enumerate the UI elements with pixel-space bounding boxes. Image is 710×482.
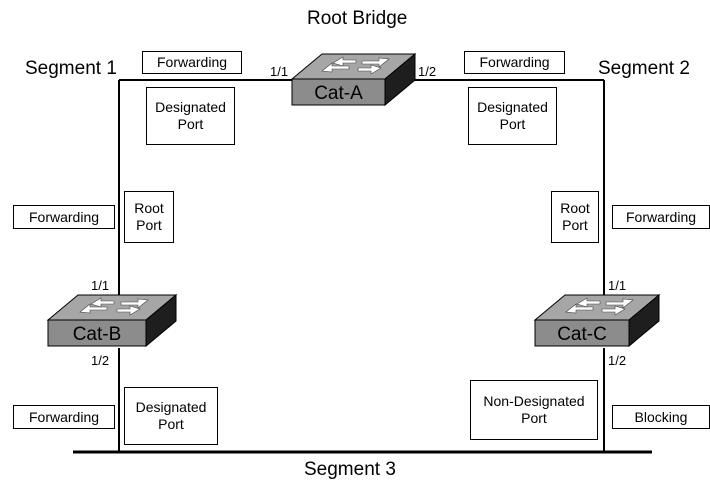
role-line-2: Port: [136, 217, 162, 233]
state-text: Forwarding: [156, 54, 228, 71]
state-text: Blocking: [634, 408, 688, 425]
cat-a-port-1-2: 1/2: [418, 64, 437, 79]
state-text: Forwarding: [625, 208, 697, 225]
role-line-2: Port: [521, 410, 547, 426]
cat-a-port-1-1: 1/1: [270, 64, 289, 79]
role-line-2: Port: [499, 116, 526, 132]
cat-c-port-1-1: 1/1: [608, 278, 627, 293]
role-line-1: Root: [560, 200, 590, 217]
cat-c-port-1-2: 1/2: [608, 353, 627, 368]
cat-b-label: Cat-B: [72, 324, 122, 345]
switch-cat-a: [290, 52, 417, 107]
switch-cat-b: [46, 293, 178, 348]
state-box-cat-c-1-1: Forwarding: [612, 205, 710, 229]
state-box-cat-c-1-2: Blocking: [612, 405, 710, 429]
cat-b-port-1-1: 1/1: [91, 278, 110, 293]
root-bridge-title: Root Bridge: [307, 8, 408, 29]
role-line-1: Designated: [477, 99, 548, 116]
role-line-1: Designated: [135, 399, 207, 416]
segment-2-label: Segment 2: [598, 58, 690, 79]
switch-arrows-icon: [79, 297, 149, 316]
segment-3-label: Segment 3: [304, 459, 396, 480]
role-line-1: Designated: [155, 99, 226, 116]
role-line-2: Port: [158, 416, 184, 432]
state-box-cat-b-1-2: Forwarding: [13, 405, 115, 429]
state-text: Forwarding: [28, 408, 100, 425]
switch-arrows-icon: [321, 56, 390, 75]
cat-b-port-1-2: 1/2: [91, 353, 110, 368]
state-text: Forwarding: [28, 208, 100, 225]
cat-a-label: Cat-A: [314, 83, 363, 104]
role-line-2: Port: [562, 217, 588, 233]
state-box-cat-a-1-1: Forwarding: [142, 51, 242, 74]
switch-cat-c: [533, 293, 661, 348]
segment-1-label: Segment 1: [25, 58, 117, 79]
state-box-cat-b-1-1: Forwarding: [13, 205, 115, 229]
switch-arrows-icon: [565, 297, 634, 316]
state-text: Forwarding: [479, 54, 550, 71]
role-line-1: Non-Designated: [483, 393, 585, 410]
cat-c-label: Cat-C: [557, 324, 607, 345]
role-line-1: Root: [134, 200, 164, 217]
state-box-cat-a-1-2: Forwarding: [464, 51, 565, 74]
role-line-2: Port: [177, 116, 204, 132]
